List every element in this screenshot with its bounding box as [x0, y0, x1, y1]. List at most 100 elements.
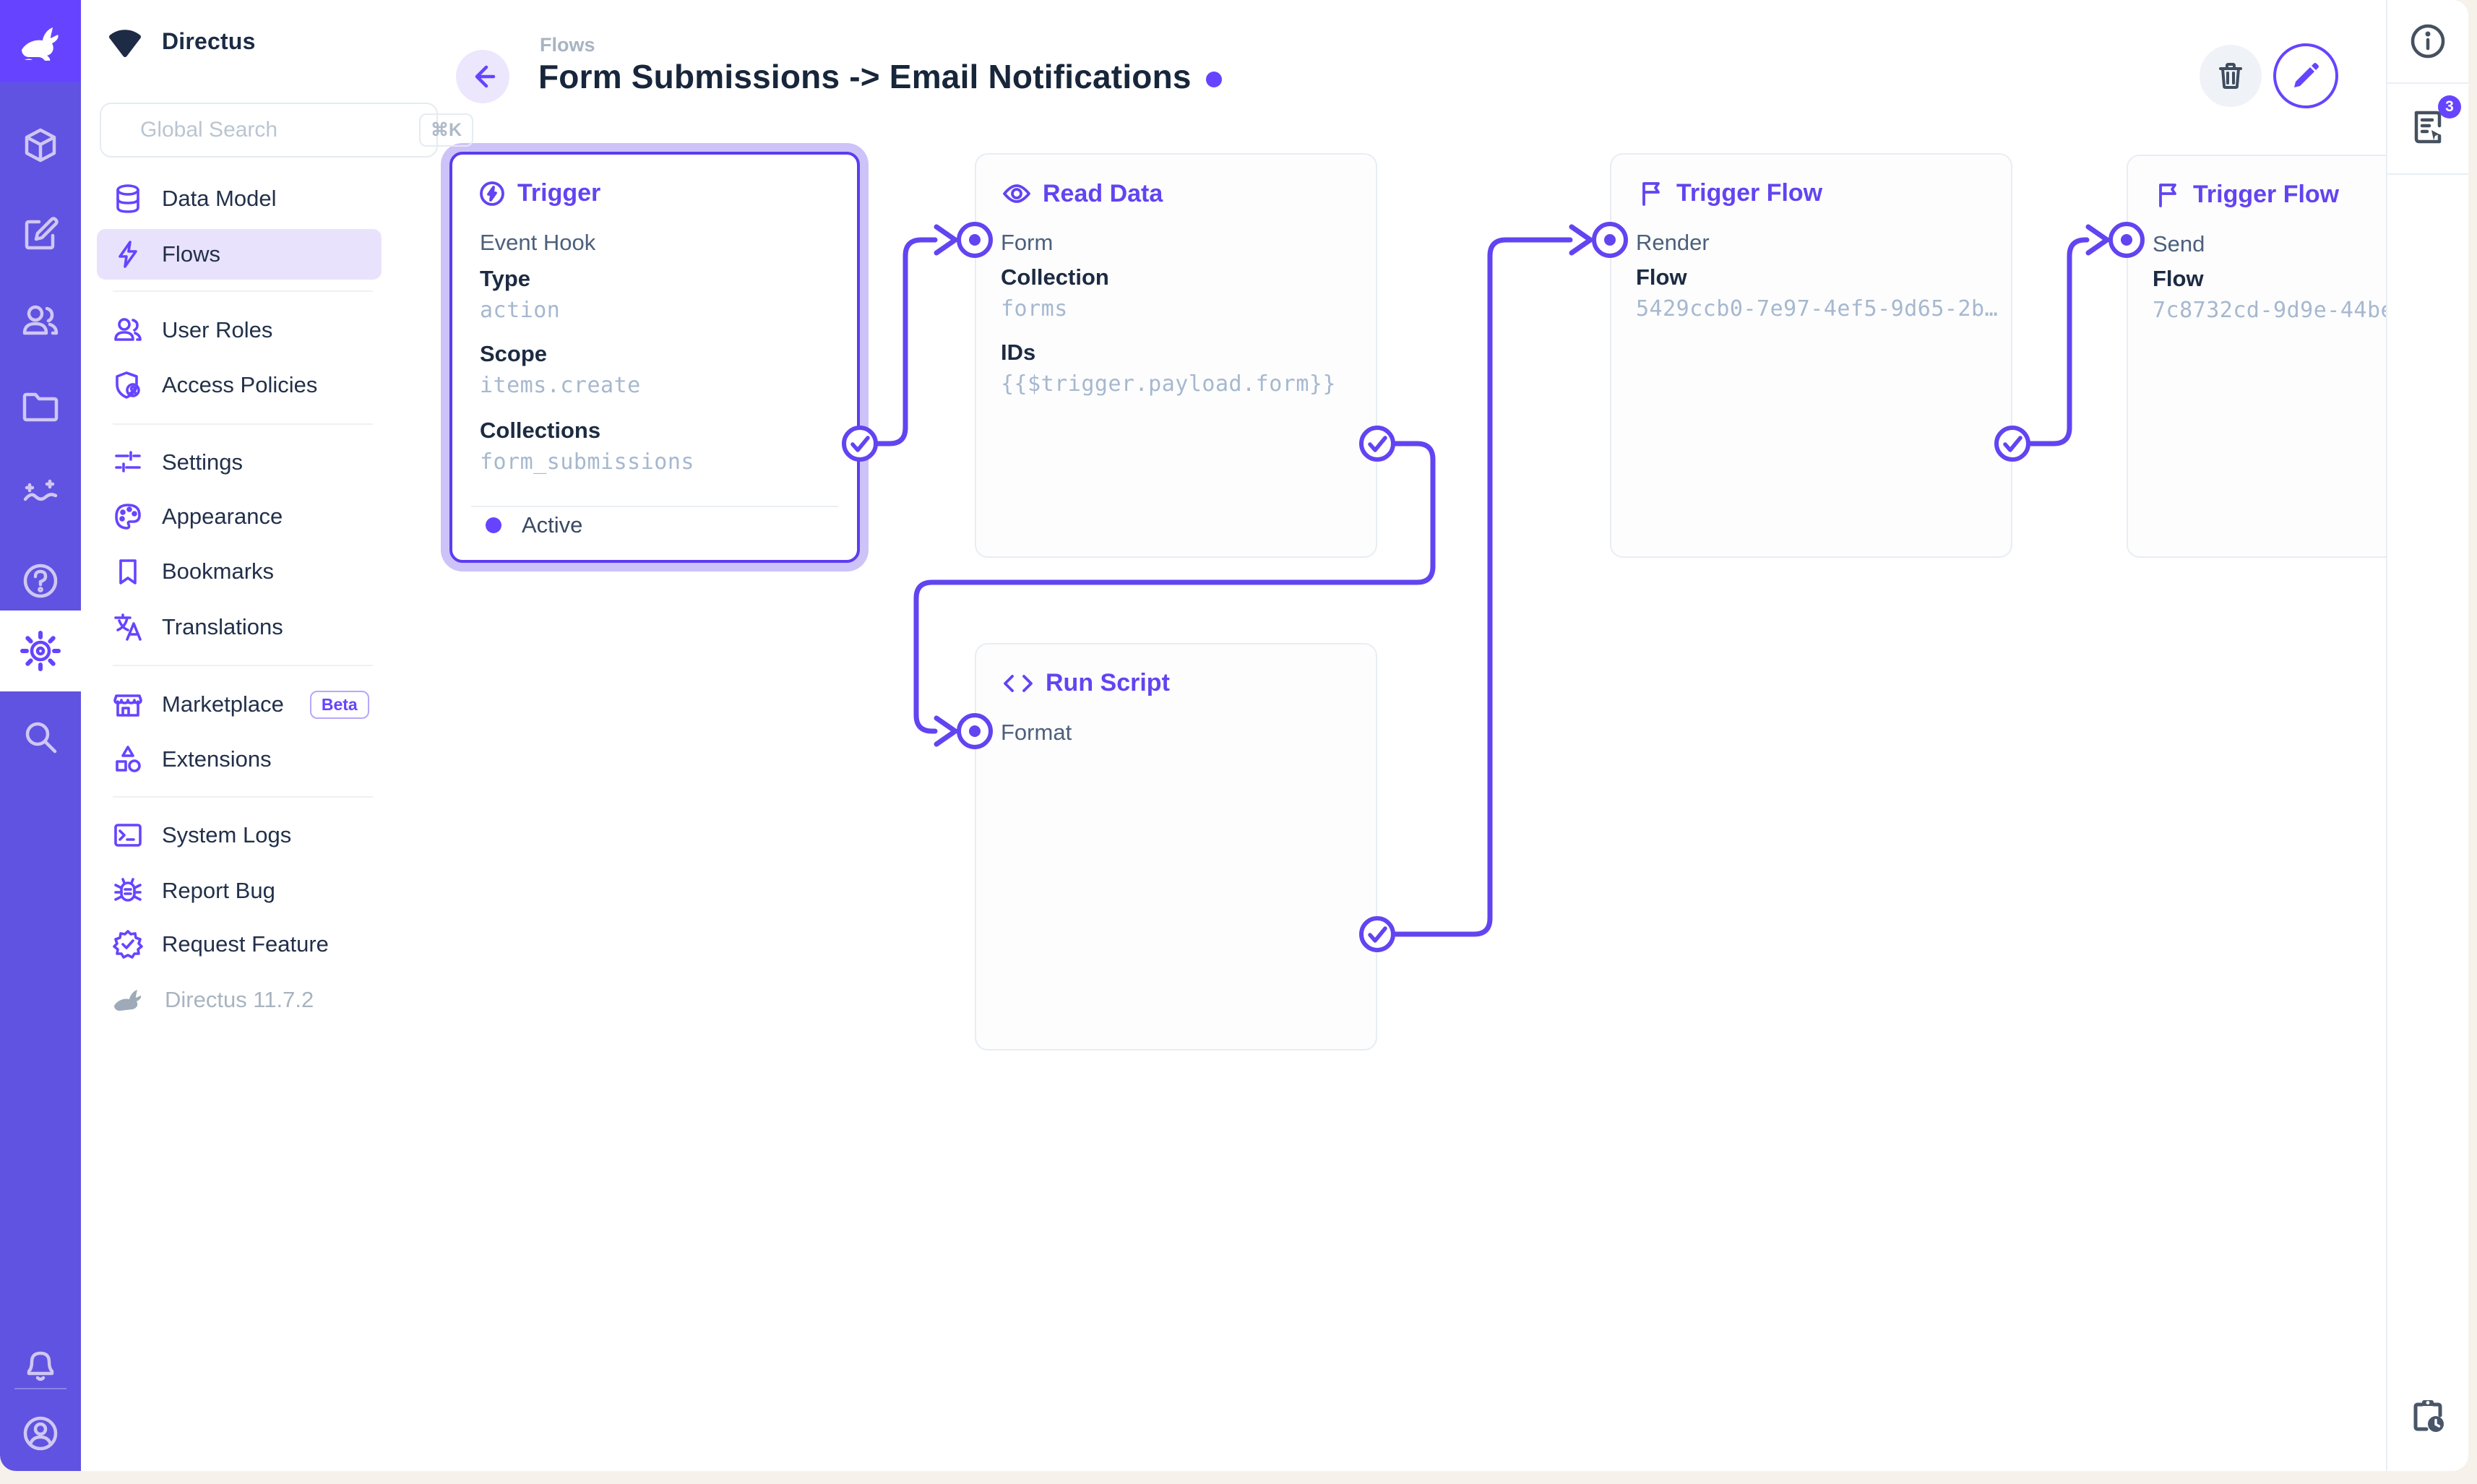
edit-icon: [25, 217, 59, 250]
sidebar-item-report-bug[interactable]: Report Bug: [97, 866, 382, 916]
flow-panel-trigger-flow-render[interactable]: Trigger Flow Render Flow 5429ccb0-7e97-4…: [1610, 153, 2012, 558]
code-icon: [1004, 674, 1033, 692]
sidebar-item-marketplace[interactable]: Marketplace Beta: [97, 679, 382, 730]
sidebar-item-label: Report Bug: [162, 878, 275, 903]
field-label: IDs: [1001, 340, 1036, 365]
nav-divider: [113, 423, 373, 425]
sidebar-item-user-roles[interactable]: User Roles: [97, 305, 382, 355]
module-users[interactable]: [0, 280, 81, 361]
module-help[interactable]: [0, 540, 81, 621]
field-value: 5429ccb0-7e97-4ef5-9d65-2b…: [1636, 296, 1999, 322]
module-files[interactable]: [0, 367, 81, 448]
module-content[interactable]: [0, 105, 81, 186]
user-avatar[interactable]: [0, 1393, 81, 1471]
connection-trigger-readdata: [873, 237, 938, 447]
feature-badge-icon: [113, 930, 143, 959]
panel-divider: [471, 506, 838, 507]
field-label: Collection: [1001, 264, 1109, 290]
info-sidebar-button[interactable]: [2387, 0, 2468, 82]
panel-title-trigger[interactable]: Trigger: [478, 179, 600, 207]
user-roles-icon: [114, 318, 142, 341]
back-button[interactable]: [456, 50, 509, 103]
sidebar-item-request-feature[interactable]: Request Feature: [97, 919, 382, 970]
shapes-icon: [116, 746, 141, 772]
field-value: forms: [1001, 296, 1068, 322]
database-icon: [116, 184, 139, 213]
sidebar-item-data-model[interactable]: Data Model: [97, 173, 382, 224]
operation-key: Render: [1636, 230, 1710, 255]
right-sidebar: 3: [2386, 0, 2468, 1471]
sidebar-item-label: Translations: [162, 614, 283, 639]
active-dot: [486, 517, 501, 533]
module-search[interactable]: [0, 696, 81, 777]
operation-key: Form: [1001, 230, 1054, 255]
sidebar-item-label: Extensions: [162, 746, 272, 772]
module-settings[interactable]: [0, 611, 81, 691]
flow-panel-read-data[interactable]: Read Data Form Collection forms IDs {{$t…: [975, 153, 1377, 558]
bell-icon: [27, 1351, 54, 1381]
sidebar-item-appearance[interactable]: Appearance: [97, 491, 382, 542]
folder-icon: [22, 392, 59, 422]
tune-icon: [115, 451, 141, 473]
translate-icon: [114, 613, 142, 641]
arrowhead: [934, 715, 958, 747]
sidebar-divider: [2387, 173, 2468, 175]
bookmark-icon: [119, 559, 137, 584]
field-value: form_submissions: [480, 449, 694, 475]
people-icon: [22, 305, 59, 335]
sidebar-item-settings[interactable]: Settings: [97, 437, 382, 488]
breadcrumb[interactable]: Flows: [540, 34, 595, 56]
field-label: Flow: [2153, 266, 2204, 291]
delete-flow-button[interactable]: [2200, 45, 2262, 107]
sidebar-item-flows[interactable]: Flows: [97, 229, 382, 280]
flow-panel-run-script[interactable]: Run Script Format: [975, 643, 1377, 1051]
sidebar-item-label: Data Model: [162, 186, 277, 211]
operation-key: Format: [1001, 720, 1072, 745]
sidebar-item-system-logs[interactable]: System Logs: [97, 810, 382, 860]
module-insights[interactable]: [0, 454, 81, 535]
sidebar-item-label: Flows: [162, 241, 220, 267]
search-input[interactable]: [140, 118, 419, 142]
active-module-highlight: [0, 611, 81, 691]
global-search[interactable]: ⌘K: [100, 103, 474, 158]
panel-title-read-data[interactable]: Read Data: [1002, 179, 1163, 208]
arrowhead: [1569, 224, 1593, 256]
info-icon: [2411, 24, 2445, 59]
connection-triggerflow-triggerflow: [2025, 237, 2090, 447]
notifications-bell[interactable]: [0, 1324, 81, 1405]
sidebar-item-label: Appearance: [162, 504, 283, 529]
panel-title-trigger-flow[interactable]: Trigger Flow: [1637, 179, 1822, 207]
sidebar-item-translations[interactable]: Translations: [97, 602, 382, 652]
rabbit-icon: [22, 27, 59, 61]
sidebar-item-label: Marketplace: [162, 691, 284, 717]
operation-key: Send: [2153, 231, 2205, 256]
sidebar-item-extensions[interactable]: Extensions: [97, 734, 382, 785]
sidebar-item-label: User Roles: [162, 317, 273, 342]
clipboard-clock-icon: [2413, 1400, 2444, 1432]
flow-panel-trigger[interactable]: Trigger Event Hook Type action Scope ite…: [449, 152, 860, 563]
panel-title-run-script[interactable]: Run Script: [1002, 669, 1170, 697]
sidebar-item-bookmarks[interactable]: Bookmarks: [97, 546, 382, 597]
eye-icon: [1003, 184, 1030, 203]
module-editor[interactable]: [0, 194, 81, 275]
panel-title-trigger-flow[interactable]: Trigger Flow: [2154, 181, 2339, 209]
project-header[interactable]: Directus: [105, 19, 256, 64]
module-bar: [0, 0, 81, 1471]
rabbit-version-icon: [114, 990, 142, 1011]
storefront-icon: [113, 694, 142, 717]
beta-badge: Beta: [309, 690, 369, 719]
edit-flow-button[interactable]: [2273, 43, 2338, 108]
avatar-icon: [23, 1416, 58, 1451]
nav-divider: [113, 665, 373, 666]
directus-logo[interactable]: [0, 0, 81, 82]
help-icon: [23, 564, 58, 598]
activity-icon: [23, 479, 58, 501]
bolt-icon: [119, 241, 137, 268]
page-title: Form Submissions -> Email Notifications: [538, 57, 1222, 96]
logs-icon: [2414, 111, 2442, 143]
nav-divider: [113, 290, 373, 292]
sidebar-item-label: System Logs: [162, 822, 292, 847]
logs-sidebar-button[interactable]: 3: [2387, 84, 2468, 172]
flow-logs-toggle-button[interactable]: [2387, 1377, 2468, 1457]
sidebar-item-access-policies[interactable]: Access Policies: [97, 360, 382, 410]
